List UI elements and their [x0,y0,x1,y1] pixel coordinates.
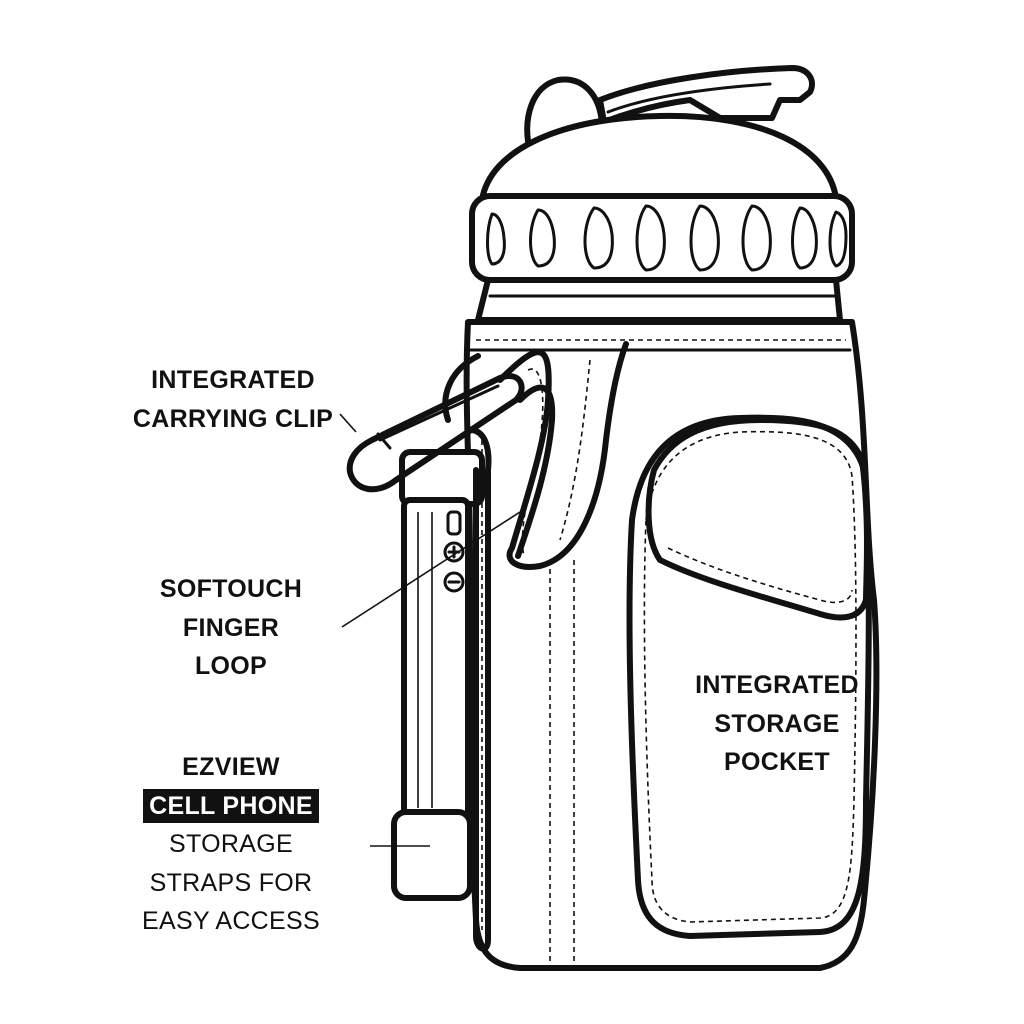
label-line: INTEGRATED [672,666,882,705]
label-line: STORAGE [672,705,882,744]
label-title: EZVIEW [118,748,344,787]
ribbed-cap-ring [472,196,852,280]
label-line: CARRYING CLIP [118,400,348,439]
storage-pocket-label: INTEGRATED STORAGE POCKET [672,666,882,782]
label-line: STORAGE [118,825,344,864]
finger-loop-label: SOFTOUCH FINGER LOOP [126,570,336,686]
label-line: EASY ACCESS [118,902,344,941]
label-line: SOFTOUCH [126,570,336,609]
phone-holder [394,452,482,898]
label-line: INTEGRATED [118,361,348,400]
bottle-sleeve [467,322,877,968]
bottle-neck [478,280,840,320]
label-line: STRAPS FOR [118,864,344,903]
label-line: POCKET [672,743,882,782]
label-highlight: CELL PHONE [143,789,319,823]
phone-straps-label: EZVIEW CELL PHONE STORAGE STRAPS FOR EAS… [118,748,344,941]
label-line: LOOP [126,647,336,686]
label-line: FINGER [126,609,336,648]
carrying-clip-label: INTEGRATED CARRYING CLIP [118,361,348,438]
